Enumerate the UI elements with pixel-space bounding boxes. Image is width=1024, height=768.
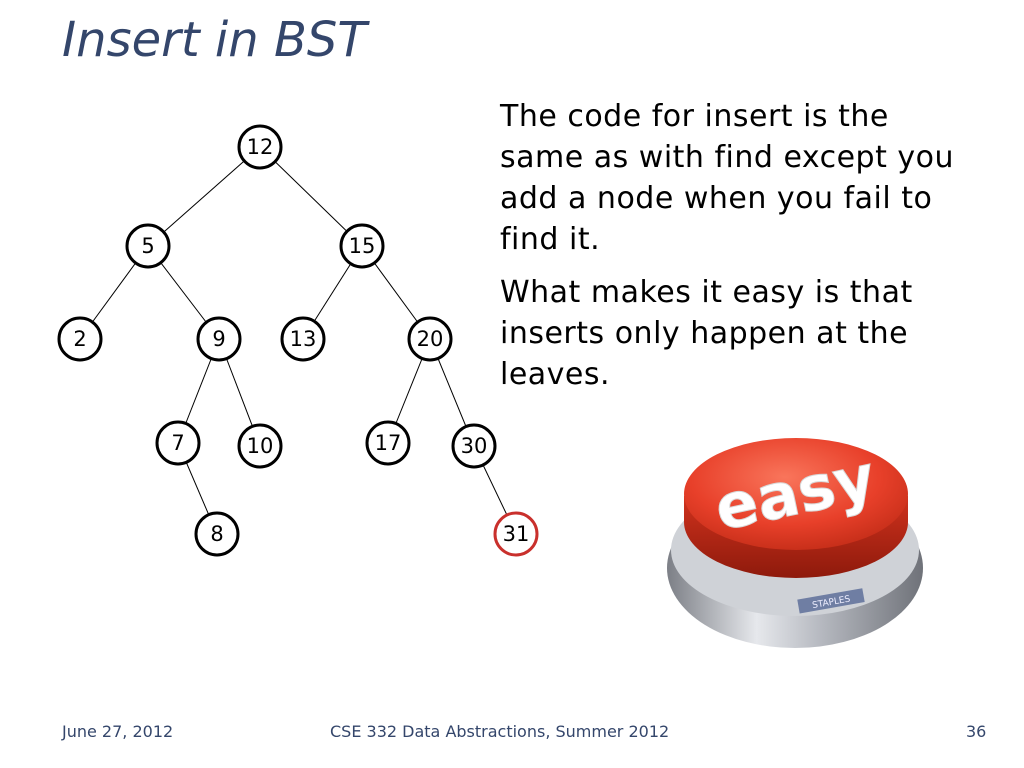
tree-node-5: 5 xyxy=(125,223,171,269)
tree-node-circle xyxy=(237,423,283,469)
tree-node-circle xyxy=(155,420,201,466)
tree-node-15: 15 xyxy=(339,223,385,269)
brand-plate xyxy=(797,588,865,614)
tree-node-10: 10 xyxy=(237,423,283,469)
tree-node-label: 31 xyxy=(503,522,530,546)
tree-node-label: 7 xyxy=(171,431,184,455)
tree-node-label: 9 xyxy=(212,327,225,351)
tree-node-7: 7 xyxy=(155,420,201,466)
tree-node-12: 12 xyxy=(237,124,283,170)
easy-button-image: easy STAPLES xyxy=(667,438,923,648)
tree-node-circle xyxy=(196,316,242,362)
tree-node-circle xyxy=(280,316,326,362)
slide-title: Insert in BST xyxy=(62,12,367,68)
tree-node-label: 2 xyxy=(73,327,86,351)
button-top xyxy=(684,438,908,550)
tree-nodes: 12 5 15 2 9 13 20 7 10 17 30 8 31 xyxy=(57,124,539,557)
footer-page-number: 36 xyxy=(966,722,987,741)
tree-node-circle xyxy=(237,124,283,170)
tree-node-circle xyxy=(339,223,385,269)
tree-node-circle xyxy=(194,511,240,557)
slide-body: The code for insert is the same as with … xyxy=(500,96,970,407)
tree-node-label: 30 xyxy=(461,434,488,458)
tree-node-31: 31 xyxy=(493,511,539,557)
tree-node-label: 5 xyxy=(141,234,154,258)
tree-node-20: 20 xyxy=(407,316,453,362)
tree-node-label: 12 xyxy=(247,135,274,159)
bst-diagram: 12 5 15 2 9 13 20 7 10 17 30 8 31 xyxy=(57,124,539,557)
tree-node-circle xyxy=(407,316,453,362)
footer-course: CSE 332 Data Abstractions, Summer 2012 xyxy=(330,722,670,741)
tree-edge-12-5 xyxy=(147,146,261,247)
tree-node-circle xyxy=(493,511,539,557)
tree-node-circle xyxy=(57,316,103,362)
tree-node-13: 13 xyxy=(280,316,326,362)
tree-node-8: 8 xyxy=(194,511,240,557)
paragraph-insert-code: The code for insert is the same as with … xyxy=(500,99,955,257)
tree-node-label: 15 xyxy=(349,234,376,258)
tree-node-30: 30 xyxy=(451,423,497,469)
tree-node-circle xyxy=(125,223,171,269)
tree-node-17: 17 xyxy=(365,420,411,466)
tree-edge-12-15 xyxy=(259,146,363,247)
tree-node-9: 9 xyxy=(196,316,242,362)
tree-node-label: 20 xyxy=(417,327,444,351)
footer-date: June 27, 2012 xyxy=(62,722,174,741)
tree-node-label: 10 xyxy=(247,434,274,458)
paragraph-easy-leaves: What makes it easy is that inserts only … xyxy=(500,275,913,392)
tree-node-label: 13 xyxy=(290,327,317,351)
tree-node-label: 17 xyxy=(375,431,402,455)
tree-node-2: 2 xyxy=(57,316,103,362)
tree-node-label: 8 xyxy=(210,522,223,546)
tree-node-circle xyxy=(365,420,411,466)
tree-node-circle xyxy=(451,423,497,469)
